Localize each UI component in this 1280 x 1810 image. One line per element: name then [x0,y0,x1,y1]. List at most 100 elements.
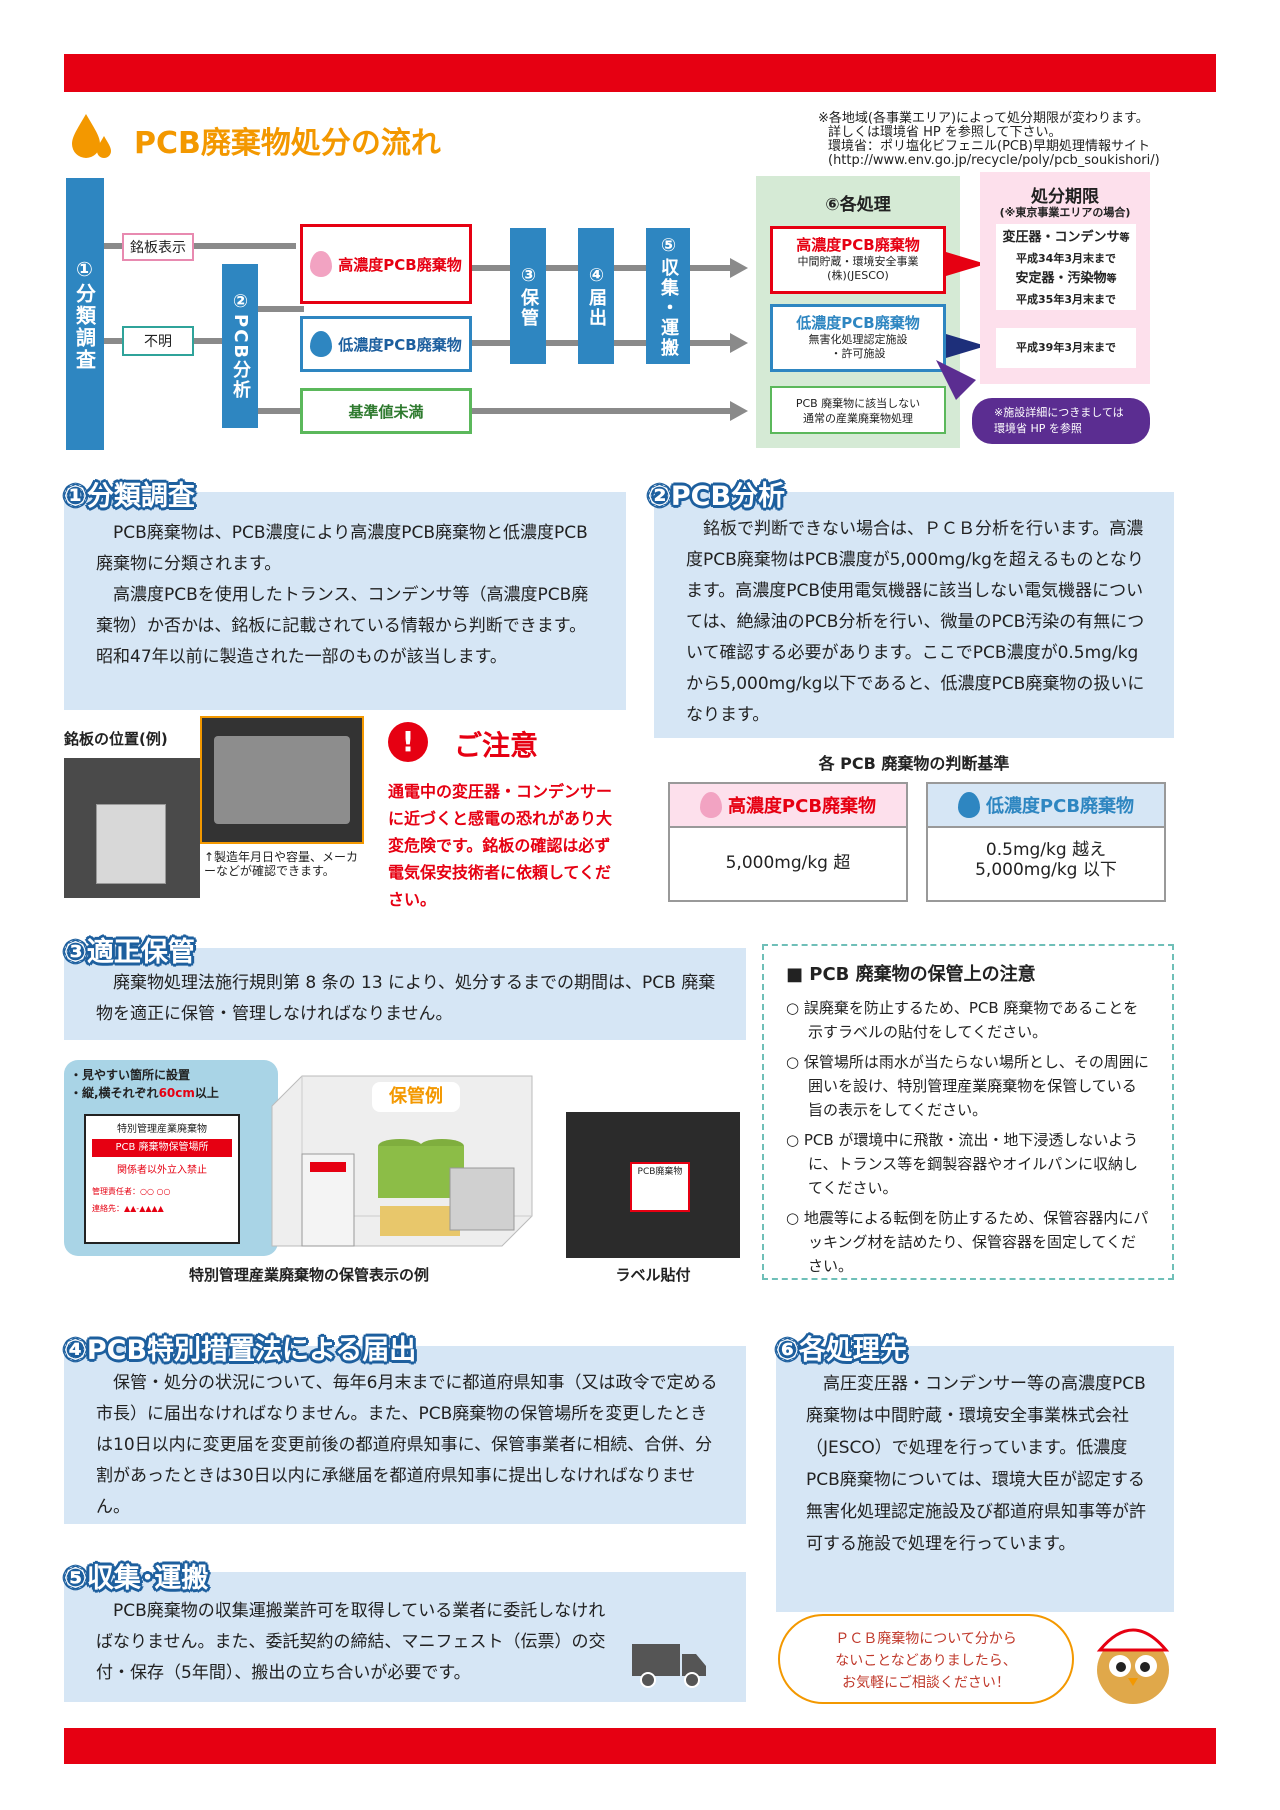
deadline-date: 平成34年3月末まで [1016,252,1116,265]
sign-line: 特別管理産業廃棄物 [117,1124,207,1135]
sign-line: 連絡先：▲▲-▲▲▲▲ [92,1204,164,1213]
unknown-box: 不明 [122,326,194,356]
header-note-2: 詳しくは環境省 HP を参照して下さい。 [828,125,1062,140]
pointer-icon [936,360,976,400]
flow-line [546,265,580,271]
low-pcb-label: 低濃度PCB廃棄物 [338,335,462,354]
facility-note-text: ※施設詳細につきましては [994,406,1124,419]
sign-line: 管理責任者：○○ ○○ [92,1187,171,1196]
section-1-title: ①分類調査 [64,481,195,512]
page-title: PCB廃棄物処分の流れ [134,126,441,161]
high-pcb-box: 高濃度PCB廃棄物 [300,224,472,304]
nameplate-closeup-photo [200,716,364,844]
section-3-panel [64,948,746,1040]
water-drop-icon [699,792,722,818]
storage-illustration [262,1066,554,1256]
sign-note-2: ・縦,横それぞれ60cm以上 [70,1084,219,1101]
process-title: ⑥各処理 [825,195,891,215]
list-item: ○ PCB が環境中に飛散・流出・地下浸透しないように、トランス等を鋼製容器やオ… [786,1131,1139,1197]
deadline-item: 変圧器・コンデンサ [1002,230,1120,245]
process-high-title: 高濃度PCB廃棄物 [796,236,920,254]
process-none-box: PCB 廃棄物に該当しない 通常の産業廃棄物処理 [770,386,946,434]
process-none-text: PCB 廃棄物に該当しない [795,397,921,410]
sign-note-2b: 60cm [158,1086,195,1100]
top-banner [64,54,1216,92]
flow-line [690,265,734,271]
section-4-para: 保管・処分の状況について、毎年6月末までに都道府県知事（又は政令で定める市長）に… [96,1373,718,1517]
criteria-low-header: 低濃度PCB廃棄物 [928,784,1164,828]
sign-line: PCB 廃棄物保管場所 [92,1139,232,1157]
process-none-text: 通常の産業廃棄物処理 [803,412,913,425]
flow-step-1: ①分類調査 [66,178,104,450]
section-5-title: ⑤収集･運搬 [64,1563,209,1594]
bubble-line: ないことなどありましたら、 [835,1653,1017,1669]
flow-step-2: ②PCB分析 [222,264,258,428]
flow-step-5: ⑤収集・運搬 [646,228,690,364]
deadline-title: 処分期限 [1031,187,1099,207]
sign-note-1: ・見やすい箇所に設置 [70,1068,191,1082]
water-drop-icon [310,331,333,357]
process-low-title: 低濃度PCB廃棄物 [796,314,920,332]
flow-line [614,265,648,271]
sign-note-2c: 以上 [194,1086,219,1100]
section-3-para: 廃棄物処理法施行規則第 8 条の 13 により、処分するまでの期間は、PCB 廃… [96,973,716,1024]
deadline-item-suffix: 等 [1106,274,1117,285]
flow-line [472,340,512,346]
header-note-1: ※各地域(各事業エリア)によって処分期限が変わります。 [818,111,1149,126]
header-note-3: 環境省：ポリ塩化ビフェニル(PCB)早期処理情報サイト [828,139,1150,154]
exclamation-icon: ! [388,722,428,762]
flow-line [472,408,734,414]
caution-text: 通電中の変圧器・コンデンサーに近づくと感電の恐れがあり大変危険です。銘板の確認は… [388,782,613,909]
nameplate-box: 銘板表示 [122,233,194,261]
process-high-sub: (株)(JESCO) [827,269,889,282]
section-4-panel [64,1346,746,1524]
criteria-high-card: 高濃度PCB廃棄物 5,000mg/kg 超 [668,782,908,902]
header-note-4: (http://www.env.go.jp/recycle/poly/pcb_s… [828,153,1160,168]
storage-example-label: 保管例 [372,1082,460,1112]
deadline-date: 平成35年3月末まで [1016,293,1116,306]
process-low-sub: 無害化処理認定施設 [808,333,908,346]
nameplate-photo-label: 銘板の位置(例) [64,730,168,748]
list-item: ○ 誤廃棄を防止するため、PCB 廃棄物であることを示すラベルの貼付をしてくださ… [786,999,1139,1041]
label-photo: PCB廃棄物 [566,1112,740,1258]
section-5-para: PCB廃棄物の収集運搬業許可を取得している業者に委託しなければなりません。また、… [96,1601,606,1683]
flow-step-4: ④届出 [578,228,614,364]
flow-line [258,408,304,414]
sign-caption: 特別管理産業廃棄物の保管表示の例 [188,1266,429,1284]
storage-notes-list: ○ 誤廃棄を防止するため、PCB 廃棄物であることを示すラベルの貼付をしてくださ… [786,996,1150,1284]
water-drop-icon [310,251,333,277]
storage-sign: 特別管理産業廃棄物 PCB 廃棄物保管場所 関係者以外立入禁止 管理責任者：○○… [84,1114,240,1244]
label-caption: ラベル貼付 [615,1266,691,1284]
section-5-panel [64,1572,746,1702]
section-2-panel [654,492,1174,738]
criteria-high-label: 高濃度PCB廃棄物 [727,796,877,817]
deadline-item-suffix: 等 [1119,233,1130,244]
deadline-item: 安定器・汚染物 [1015,271,1107,286]
high-pcb-label: 高濃度PCB廃棄物 [338,255,462,274]
flow-line [472,265,512,271]
arrow-head-icon [730,333,748,353]
section-2-title: ②PCB分析 [648,481,786,512]
section-6-title: ⑥各処理先 [776,1335,907,1366]
section-3-title: ③適正保管 [64,937,195,968]
section-6-para: 高圧変圧器・コンデンサー等の高濃度PCB廃棄物は中間貯蔵・環境安全事業株式会社（… [806,1374,1146,1554]
arrow-head-icon [730,258,748,278]
deadline-high-box: 変圧器・コンデンサ等 平成34年3月末まで 安定器・汚染物等 平成35年3月末ま… [996,224,1136,310]
flow-line [614,340,648,346]
flow-line [104,243,296,249]
criteria-high-header: 高濃度PCB廃棄物 [670,784,906,828]
section-6-panel [776,1346,1174,1612]
criteria-high-value: 5,000mg/kg 超 [725,853,851,873]
list-item: ○ 地震等による転倒を防止するため、保管容器内にパッキング材を詰めたり、保管容器… [786,1209,1149,1275]
below-standard-box: 基準値未満 [300,388,472,434]
section-4-title: ④PCB特別措置法による届出 [64,1335,417,1366]
flow-step-3: ③保管 [510,228,546,364]
section-1-para-2: 高濃度PCBを使用したトランス、コンデンサ等（高濃度PCB廃棄物）か否かは、銘板… [96,585,589,667]
list-item: ○ 保管場所は雨水が当たらない場所とし、その周囲に囲いを設け、特別管理産業廃棄物… [786,1053,1149,1119]
label-text: PCB廃棄物 [630,1162,690,1212]
deadline-low-box: 平成39年3月末まで [996,328,1136,368]
drops-logo-icon [68,112,116,162]
storage-notes-title: ■ PCB 廃棄物の保管上の注意 [786,964,1036,985]
bubble-line: ＰＣＢ廃棄物について分から [835,1631,1017,1647]
process-low-sub: ・許可施設 [830,347,886,360]
